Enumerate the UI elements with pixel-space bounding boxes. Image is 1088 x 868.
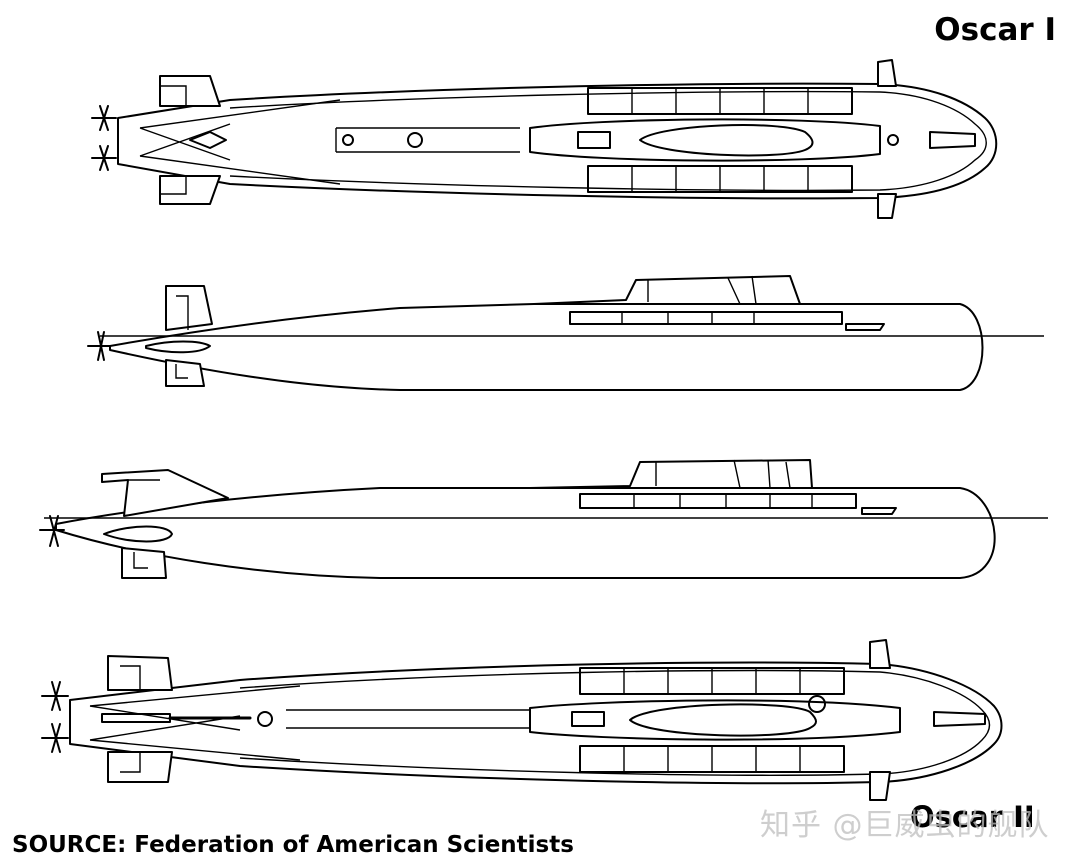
oscar-ii-side-view — [40, 460, 1048, 578]
source-credit: SOURCE: Federation of American Scientist… — [12, 832, 574, 858]
oscar-ii-top-view — [42, 640, 1002, 800]
oscar-ii-title: Oscar II — [910, 800, 1035, 834]
watermark: 知乎 @巨威虫的舰队 — [760, 808, 1050, 843]
oscar-i-top-view — [92, 60, 996, 218]
oscar-i-title: Oscar I — [934, 12, 1056, 48]
oscar-i-side-view — [88, 276, 1044, 390]
